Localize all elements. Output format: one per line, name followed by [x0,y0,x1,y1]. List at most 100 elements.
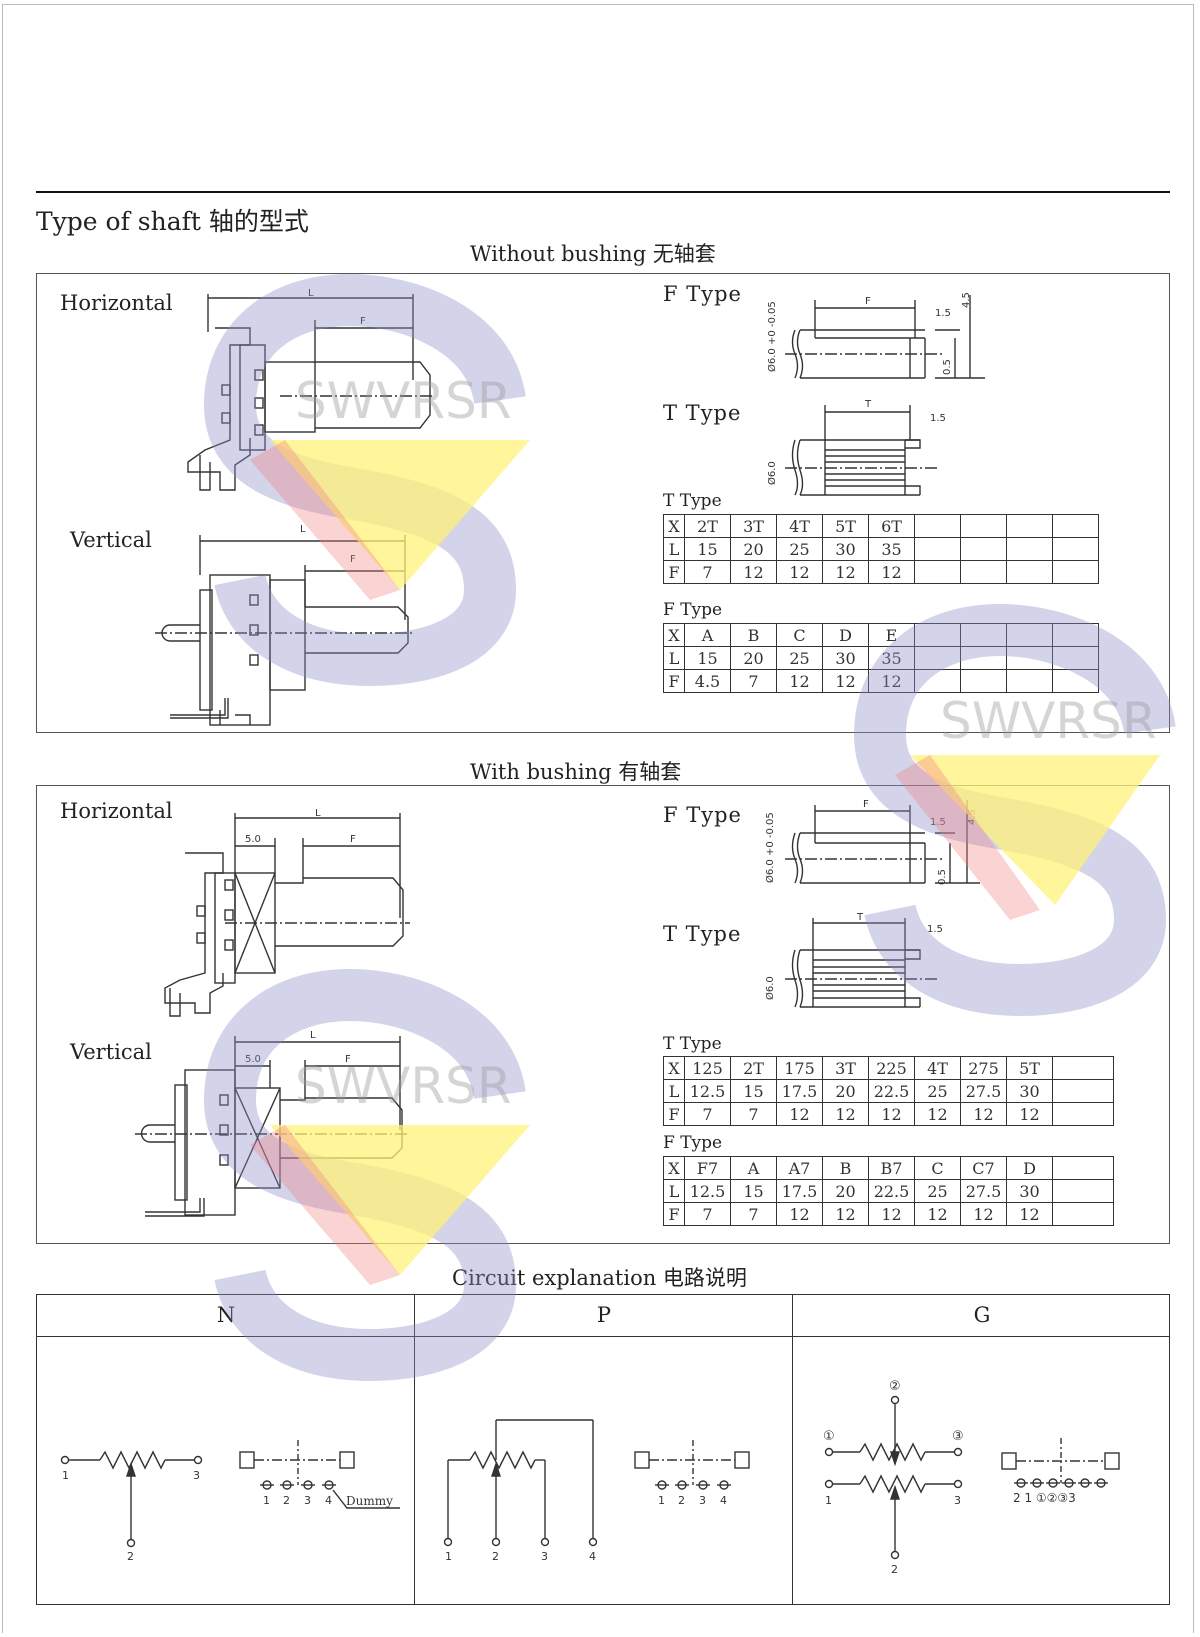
g-pin-2: 2 [891,1563,898,1576]
dim-60-2: Ø6.0 [766,461,778,485]
dim-15-4: 1.5 [927,924,943,935]
table-f-title-1: F Type [663,600,723,620]
dims-t-type-2: T 1.5 Ø6.0 [764,912,943,1000]
dim-l-1: L [308,288,314,299]
circuit-header-n: N [216,1303,236,1327]
dims-vertical-bushing: L 5.0 F [245,1030,351,1065]
caption-circuit: Circuit explanation 电路说明 [452,1266,747,1290]
dim-45-1: 4.5 [961,292,972,308]
n-pin-3b: 3 [304,1494,311,1507]
label-vertical-2: Vertical [70,1040,152,1064]
dims-vertical-no-bushing: L F [300,524,356,565]
table-t-title-1: T Type [663,491,722,511]
dim-l-2: L [300,524,306,535]
label-horizontal-1: Horizontal [60,291,173,315]
label-t-type-2: T Type [663,922,742,946]
dims-horizontal-no-bushing: L F [308,288,366,327]
g-pin-3-circled: ③ [952,1429,964,1444]
dim-f-2: F [350,554,356,565]
dim-l-4: L [310,1030,316,1041]
dim-15-1: 1.5 [935,308,951,319]
circuit-g-labels: ② ① ③ 1 3 2 2 1 ①②③3 [823,1379,1076,1576]
circuit-header-g: G [973,1303,991,1327]
dim-t-2: T [856,912,864,923]
n-pin-2: 2 [127,1550,134,1563]
dim-50-1: 5.0 [245,834,261,845]
circuit-n-labels: 1 3 2 1 2 3 4 Dummy [62,1469,393,1563]
g-pin-2-circled: ② [889,1379,901,1394]
drawing-t-type-1 [785,405,940,496]
dims-t-type-1: T 1.5 Ø6.0 [766,399,946,485]
section-title: Type of shaft 轴的型式 [36,207,309,236]
dim-50-2: 5.0 [245,1054,261,1065]
n-pin-3: 3 [193,1469,200,1482]
p-pin-3b: 3 [699,1494,706,1507]
n-pin-2b: 2 [283,1494,290,1507]
circuit-n-diagram [60,1440,400,1548]
drawing-horizontal-no-bushing [187,294,435,491]
dim-45-2: 4.5 [967,809,978,825]
dim-05-2: 0.5 [937,869,948,885]
n-pin-1: 1 [62,1469,69,1482]
dim-f-3: F [865,296,871,307]
g-pin-1: 1 [825,1494,832,1507]
circuit-g-diagram [824,1395,1120,1560]
caption-without-bushing: Without bushing 无轴套 [470,242,716,266]
p-pin-4b: 4 [720,1494,727,1507]
circuit-p-diagram [443,1419,750,1547]
dim-60-1: Ø6.0 +0 -0.05 [766,301,778,372]
circuit-col-n: N [37,1295,415,1604]
dims-horizontal-bushing: L 5.0 F [245,808,356,845]
dim-60-3: Ø6.0 +0 -0.05 [764,812,776,883]
circuit-table: N P G [36,1294,1170,1605]
section-rule [36,191,1170,193]
dim-t-1: T [864,399,872,410]
p-pin-3: 3 [541,1550,548,1563]
drawing-vertical-no-bushing-leads [170,698,229,719]
dim-f-1: F [360,316,366,327]
dims-f-type-1: F 1.5 4.5 0.5 Ø6.0 +0 -0.05 [766,292,972,375]
page-border [2,4,1194,1633]
label-horizontal-2: Horizontal [60,799,173,823]
dim-f-4: F [350,834,356,845]
table-f-title-2: F Type [663,1133,723,1153]
n-dummy-label: Dummy [346,1494,393,1508]
dim-f-5: F [345,1054,351,1065]
n-pin-1b: 1 [263,1494,270,1507]
circuit-col-g: G [793,1295,1171,1604]
g-pin-1-circled: ① [823,1429,835,1444]
dim-60-4: Ø6.0 [764,976,776,1000]
panel-without-bushing [36,273,1170,733]
dim-f-6: F [863,799,869,810]
p-pin-2: 2 [492,1550,499,1563]
drawing-t-type-2 [785,918,940,1008]
g-pin-3: 3 [954,1494,961,1507]
caption-with-bushing: With bushing 有轴套 [470,760,682,784]
n-pin-4b: 4 [325,1494,332,1507]
circuit-col-p: P [415,1295,793,1604]
dim-15-3: 1.5 [930,817,946,828]
circuit-header-row [37,1295,1169,1337]
p-pin-1b: 1 [658,1494,665,1507]
p-pin-2b: 2 [678,1494,685,1507]
table-t-title-2: T Type [663,1034,722,1054]
circuit-p-labels: 1 2 3 4 1 2 3 4 [445,1494,727,1563]
label-f-type-1: F Type [663,282,742,306]
label-vertical-1: Vertical [70,528,152,552]
dim-l-3: L [315,808,321,819]
drawing-f-type-1 [785,295,985,379]
drawing-vertical-bushing [135,1036,408,1217]
circuit-header-p: P [596,1303,612,1327]
